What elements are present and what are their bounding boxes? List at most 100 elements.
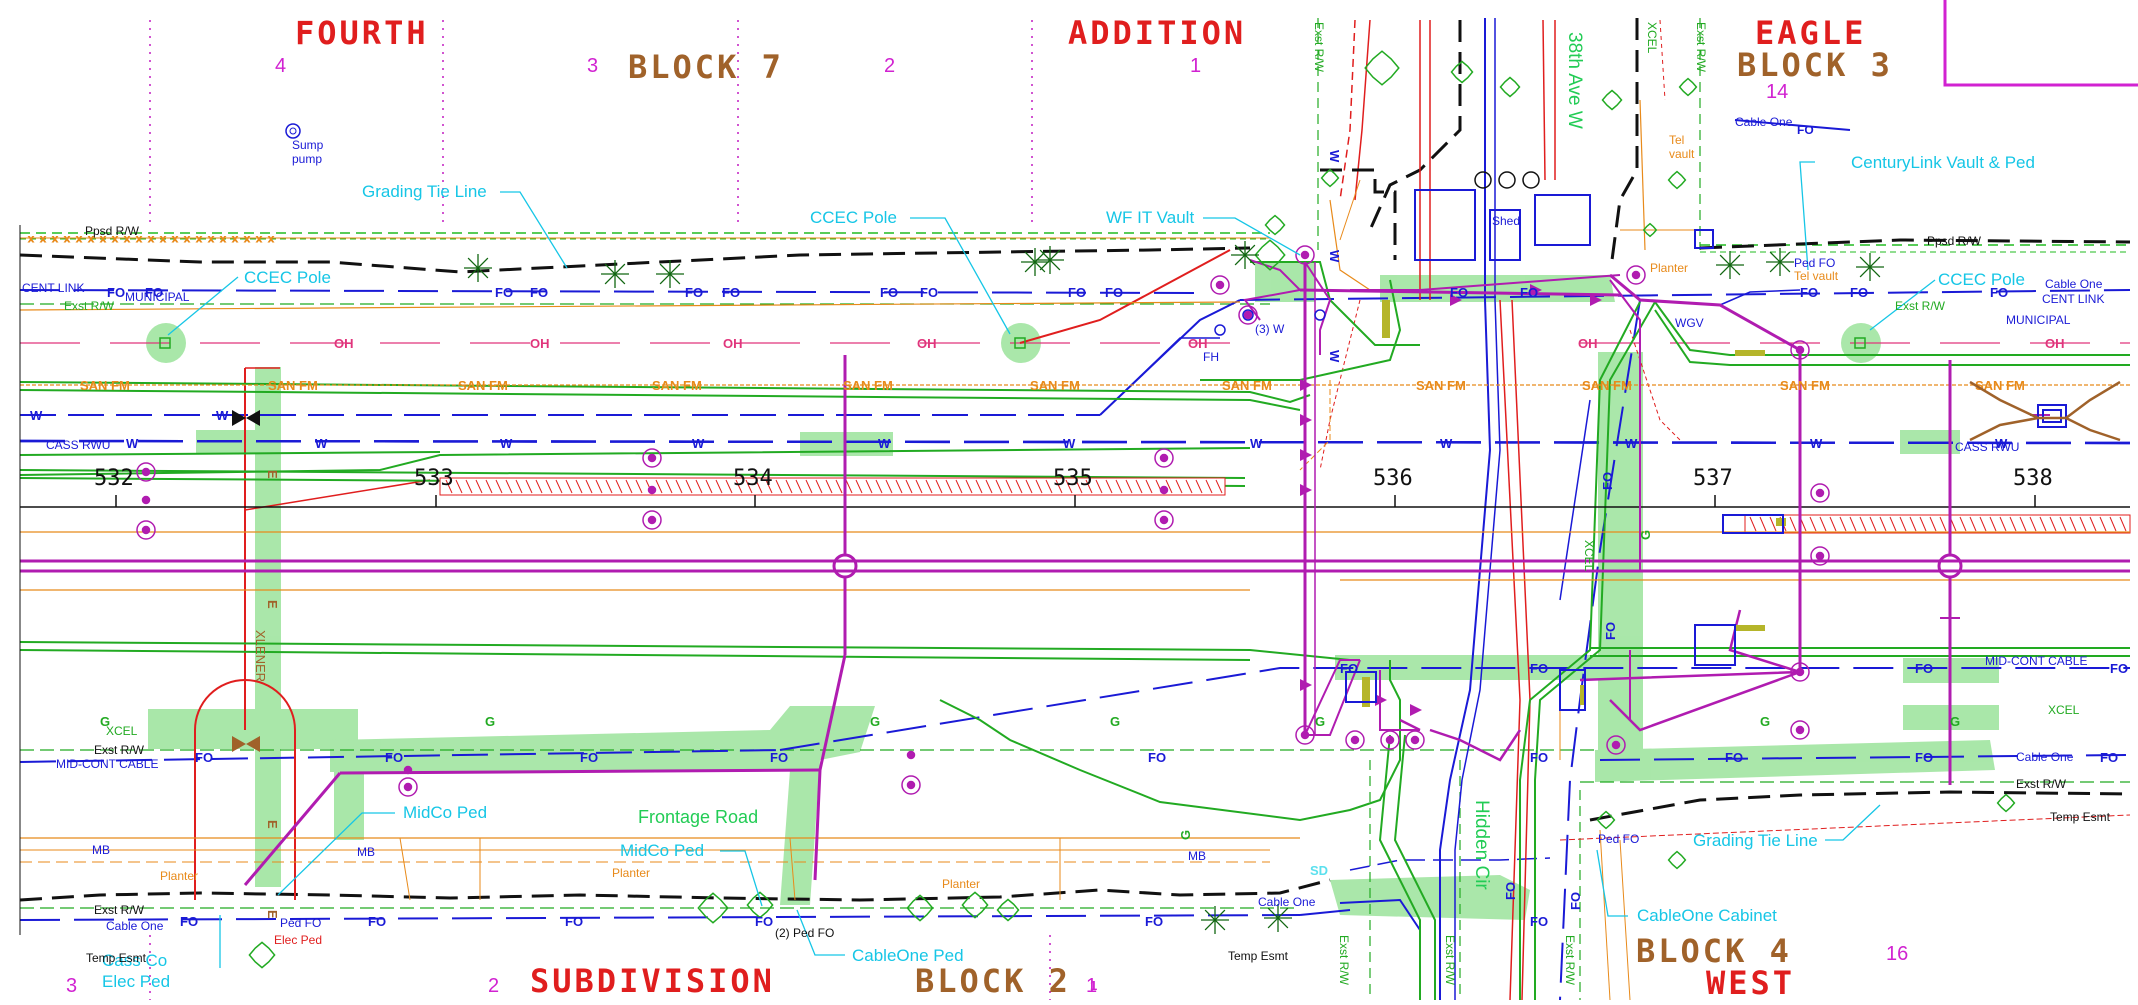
shrub-icon [1719, 254, 1741, 276]
label-planter-mid2: Planter [942, 877, 980, 891]
lot-2-top: 2 [884, 55, 895, 77]
label-eagle: EAGLE [1755, 14, 1866, 52]
line-tag: SAN FM [80, 378, 130, 393]
line-tag: SAN FM [1222, 378, 1272, 393]
hatch-stroke [515, 479, 523, 494]
line-tag: FO [1068, 285, 1086, 300]
hatch-stroke [1115, 479, 1123, 494]
label-block7: BLOCK 7 [628, 48, 784, 86]
lot-numbers: 4 3 2 1 14 3 2 1 16 [66, 55, 1908, 997]
hatch-stroke [2079, 516, 2087, 532]
line-tag: FO [565, 914, 583, 929]
hatch-stroke [955, 479, 963, 494]
line-tag: OH [1188, 336, 1208, 351]
sump-pump-icon-inner [289, 127, 297, 135]
flow-arrow [1300, 414, 1312, 426]
label-cent-link-right: CENT LINK [2042, 292, 2104, 306]
label-cass-rwu-right: CASS RWU [1955, 440, 2019, 454]
label-ppsd-rw-right: Ppsd R/W [1927, 234, 1982, 248]
subdivision-labels: FOURTH BLOCK 7 ADDITION EAGLE BLOCK 3 SU… [295, 14, 1890, 1002]
hatch-stroke [585, 479, 593, 494]
line-tag: W [1250, 436, 1263, 451]
hatch-stroke [885, 479, 893, 494]
grading-tie-line-bottom-right [1589, 790, 2131, 822]
hatch-stroke [2029, 516, 2037, 532]
tree-icon [697, 892, 729, 924]
shrub-icon [1204, 909, 1226, 931]
label-fo-top: FO [1797, 123, 1814, 137]
service-dot [403, 765, 413, 775]
hatch-stroke [875, 479, 883, 494]
hatch-stroke [1145, 479, 1153, 494]
shrub-icon [604, 263, 626, 285]
line-tag: W [30, 408, 43, 423]
label-exst-rw-left-mid: Exst R/W [94, 743, 145, 757]
hatch-stroke [1939, 516, 1947, 532]
service-marker [136, 462, 156, 482]
hatch-stroke [565, 479, 573, 494]
service-marker-dot [1631, 270, 1641, 280]
service-marker-dot [906, 780, 916, 790]
label-cable-one-mid-right: Cable One [2016, 750, 2074, 764]
service-marker [642, 510, 662, 530]
label-exst-rw-right: Exst R/W [1895, 299, 1946, 313]
trees [248, 50, 2016, 969]
label-temp-esmt-left: Temp Esmt [86, 951, 147, 965]
hatch-stroke [655, 479, 663, 494]
line-tag: W [315, 436, 328, 451]
hatch-stroke [795, 479, 803, 494]
hatch-stroke [2009, 516, 2017, 532]
callout-grading-tie-top: Grading Tie Line [362, 182, 487, 201]
tree-icon [961, 891, 989, 919]
line-tag: SAN FM [458, 378, 508, 393]
label-block4: BLOCK 4 [1636, 932, 1792, 970]
hatch-stroke [765, 479, 773, 494]
lot-1-bottom: 1 [1086, 975, 1097, 997]
line-tag: W [878, 436, 891, 451]
hatch-stroke [1899, 516, 1907, 532]
line-tag: G [1638, 530, 1653, 540]
hatch-stroke [1075, 479, 1083, 494]
hatch-stroke [1085, 479, 1093, 494]
hatch-stroke [1215, 479, 1223, 494]
line-tag: E [265, 600, 280, 609]
hatch-stroke [445, 479, 453, 494]
label-midcont-left: MID-CONT CABLE [56, 757, 158, 771]
label-midcont-right: MID-CONT CABLE [1985, 654, 2087, 668]
service-marker [1810, 483, 1830, 503]
service-dot [647, 485, 657, 495]
line-tag: W [1327, 350, 1342, 363]
label-3w: (3) W [1255, 322, 1285, 336]
line-tag: FO [1603, 622, 1618, 640]
right-of-way-lines [20, 18, 2130, 1000]
line-tag: SD [1310, 863, 1328, 878]
hatch-stroke [1859, 516, 1867, 532]
flow-arrow [1300, 379, 1312, 391]
shrub-icon [1267, 907, 1289, 929]
callout-ccec-pole-mid: CCEC Pole [810, 208, 897, 227]
hatch-stroke [1185, 479, 1193, 494]
service-marker [1238, 305, 1258, 325]
service-dot [906, 750, 916, 760]
label-exst-rw-vert5: Exst R/W [1563, 935, 1577, 986]
callout-ccec-pole-right: CCEC Pole [1938, 270, 2025, 289]
hatch-stroke [635, 479, 643, 494]
line-tag: OH [917, 336, 937, 351]
line-tag: FO [1530, 750, 1548, 765]
hatch-stroke [665, 479, 673, 494]
pavement-hatch [439, 477, 2131, 534]
hatch-stroke [2099, 516, 2107, 532]
lot-2-bottom: 2 [488, 975, 499, 997]
hatch-stroke [2049, 516, 2057, 532]
line-tag: FO [1600, 472, 1615, 490]
hatch-stroke [1919, 516, 1927, 532]
hatch-stroke [895, 479, 903, 494]
tree-icon [248, 941, 276, 969]
label-xcel-vertical: XCEL [1582, 540, 1596, 572]
tree-icon [1601, 89, 1623, 111]
label-wgv: WGV [1675, 316, 1704, 330]
line-tag: W [1327, 150, 1342, 163]
shrub-icon [1769, 251, 1791, 273]
label-cable-one-bottom-left: Cable One [106, 919, 164, 933]
